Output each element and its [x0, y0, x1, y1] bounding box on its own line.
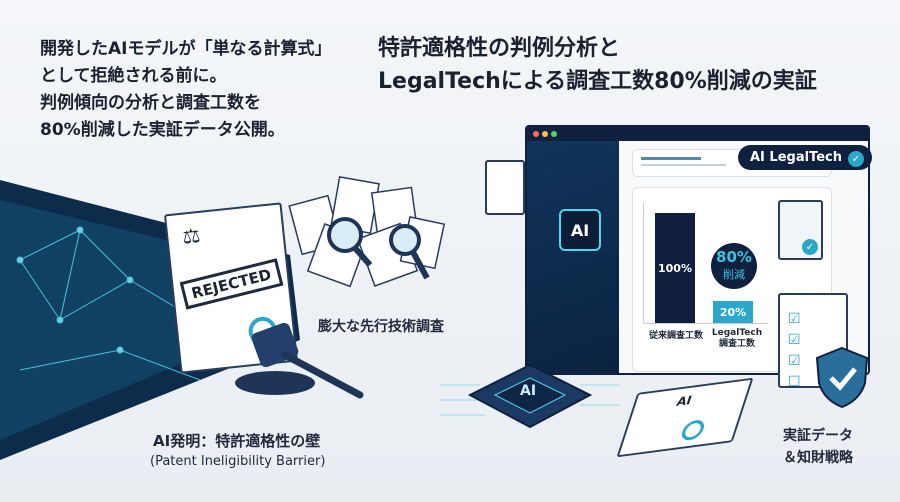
ai-legaltech-badge: AI LegalTech ✓ [738, 145, 872, 170]
ai-processor-chip-illustration [440, 363, 620, 429]
check-icon: ✓ [802, 239, 818, 255]
window-minimize-button[interactable] [542, 131, 548, 137]
title-line: 特許適格性の判例分析と [378, 36, 621, 61]
chip-label: AI [520, 383, 537, 399]
headline-line: 開発したAIモデルが「単なる計算式」 [40, 39, 332, 59]
headline-line: 80%削減した実証データ公開。 [40, 120, 285, 140]
check-icon: ✓ [847, 151, 864, 167]
window-close-button[interactable] [533, 131, 539, 137]
category-label: LegalTech 調査工数 [711, 328, 763, 349]
verified-document-icon: ✓ [778, 200, 823, 260]
title-line: LegalTechによる調査工数80%削減の実証 [378, 69, 817, 94]
shield-check-icon [815, 346, 869, 409]
evidence-line: ＆知財戦略 [783, 450, 853, 466]
document-icon [485, 160, 525, 215]
reduction-callout: 80% 削減 [711, 243, 757, 289]
gavel-icon [235, 322, 364, 399]
window-titlebar [527, 127, 868, 141]
bar-conventional: 100% [655, 213, 695, 323]
bar-value-label: 20% [719, 305, 747, 319]
window-maximize-button[interactable] [551, 131, 557, 137]
circuit-panel: AI [527, 141, 619, 373]
doc-label: AI [674, 393, 694, 409]
seal-icon [679, 418, 707, 442]
barrier-sublabel: (Patent Ineligibility Barrier) [150, 454, 326, 469]
ai-report-document: AI [616, 377, 754, 458]
category-label: 従来調査工数 [649, 331, 704, 341]
headline: 開発したAIモデルが「単なる計算式」 として拒絶される前に。 判例傾向の分析と調… [40, 36, 331, 144]
headline-line: として拒絶される前に。 [40, 66, 227, 86]
page-title: 特許適格性の判例分析と LegalTechによる調査工数80%削減の実証 [378, 32, 817, 98]
document-pile-illustration [288, 176, 446, 288]
headline-line: 判例傾向の分析と調査工数を [40, 93, 261, 113]
evidence-line: 実証データ [783, 428, 853, 444]
ai-chip-icon: AI [559, 209, 601, 251]
callout-value: 80% [716, 248, 752, 266]
evidence-label: 実証データ ＆知財戦略 [783, 425, 853, 469]
bar-legaltech: 20% [713, 301, 753, 323]
rejected-stamp: REJECTED [179, 258, 284, 310]
scales-icon: ⚖ [181, 222, 202, 249]
callout-text: 削減 [723, 268, 745, 281]
bar-value-label: 100% [658, 261, 692, 275]
badge-text: AI LegalTech [750, 150, 842, 165]
prior-art-label: 膨大な先行技術調査 [318, 319, 444, 335]
barrier-label: AI発明：特許適格性の壁 [153, 432, 321, 450]
